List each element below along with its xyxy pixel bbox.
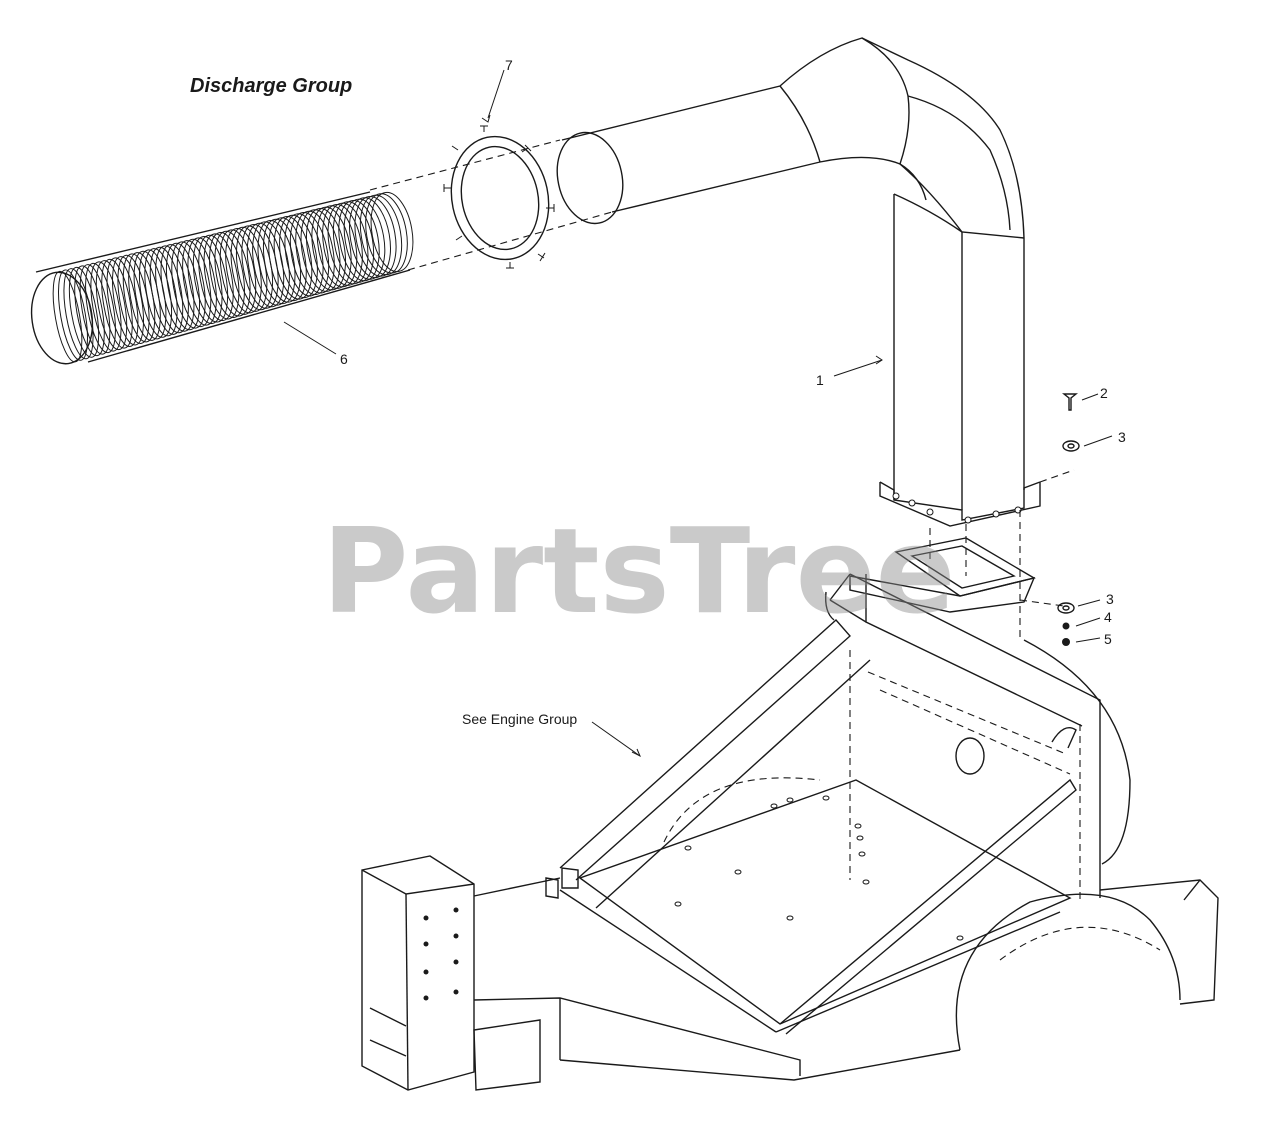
hose-rib xyxy=(74,265,105,357)
hose-rib xyxy=(246,222,285,308)
hose-rib xyxy=(327,202,369,285)
hose-rib xyxy=(58,269,88,361)
hose-rib xyxy=(306,208,346,291)
hose-rib xyxy=(144,248,178,337)
hose-rib xyxy=(149,246,184,335)
diagram-title: Discharge Group xyxy=(190,75,352,97)
hose-rib xyxy=(343,198,386,280)
discharge-chute xyxy=(556,37,1041,527)
hose-rib xyxy=(133,250,167,340)
hose-rib xyxy=(252,221,290,306)
callout-3-upper: 3 xyxy=(1118,429,1126,445)
hose-rib xyxy=(219,229,257,315)
callout-6: 6 xyxy=(340,351,348,367)
hose-rib xyxy=(332,201,375,283)
hose-rib xyxy=(262,218,302,303)
hose-rib xyxy=(338,199,380,282)
leader-lines xyxy=(283,69,1113,758)
deck-holes xyxy=(674,795,964,941)
hose-rib xyxy=(311,206,352,289)
hose-rib xyxy=(192,236,229,323)
hose-rib xyxy=(187,237,223,325)
hose-rib xyxy=(257,220,296,305)
flex-hose xyxy=(30,191,414,365)
callout-3-lower: 3 xyxy=(1106,591,1114,607)
assembly-lines xyxy=(369,139,1075,640)
hose-rib xyxy=(209,232,245,318)
hose-rib xyxy=(198,234,234,322)
hose-rib xyxy=(289,212,330,295)
hose-rib xyxy=(176,240,212,328)
hose-rib xyxy=(370,191,414,273)
partstree-watermark: PartsTree xyxy=(322,502,956,640)
callout-5: 5 xyxy=(1104,631,1112,647)
hose-rib xyxy=(68,266,100,358)
hose-rib xyxy=(316,205,358,288)
hose-rib xyxy=(365,193,408,274)
callout-2: 2 xyxy=(1100,385,1108,401)
hardware xyxy=(1057,393,1080,646)
hose-rib xyxy=(268,217,307,302)
hose-rib xyxy=(106,257,139,347)
hose-rib xyxy=(160,244,195,332)
hose-rib xyxy=(279,214,318,299)
hose-rib xyxy=(101,258,133,349)
clamp-ring xyxy=(443,125,555,269)
hose-rib xyxy=(349,197,391,279)
hose-rib xyxy=(171,241,206,329)
blower-frame xyxy=(361,573,1219,1091)
hose-rib xyxy=(63,268,94,360)
callout-1: 1 xyxy=(816,372,824,388)
hose-rib xyxy=(273,216,313,300)
hose-rib xyxy=(79,264,111,355)
hose-rib xyxy=(182,238,217,326)
callout-7: 7 xyxy=(505,57,513,73)
hose-rib xyxy=(165,242,201,331)
hose-rib xyxy=(52,270,83,363)
bracket-holes xyxy=(423,907,459,1001)
hose-rib xyxy=(295,210,335,294)
hose-rib xyxy=(354,195,397,277)
hose-rib xyxy=(214,230,251,317)
hose-rib xyxy=(155,245,189,334)
callout-4: 4 xyxy=(1104,609,1112,625)
hose-rib xyxy=(85,262,116,354)
hose-rib xyxy=(359,194,403,276)
hose-rib xyxy=(300,209,341,292)
hose-rib xyxy=(322,203,363,286)
mount-plate xyxy=(849,537,1036,613)
see-engine-group-note: See Engine Group xyxy=(462,711,577,727)
hose-rib xyxy=(138,249,173,338)
hose-rib xyxy=(203,233,240,320)
hose-rib xyxy=(95,260,128,351)
hose-rib xyxy=(284,213,324,297)
hose-rib xyxy=(90,261,122,352)
